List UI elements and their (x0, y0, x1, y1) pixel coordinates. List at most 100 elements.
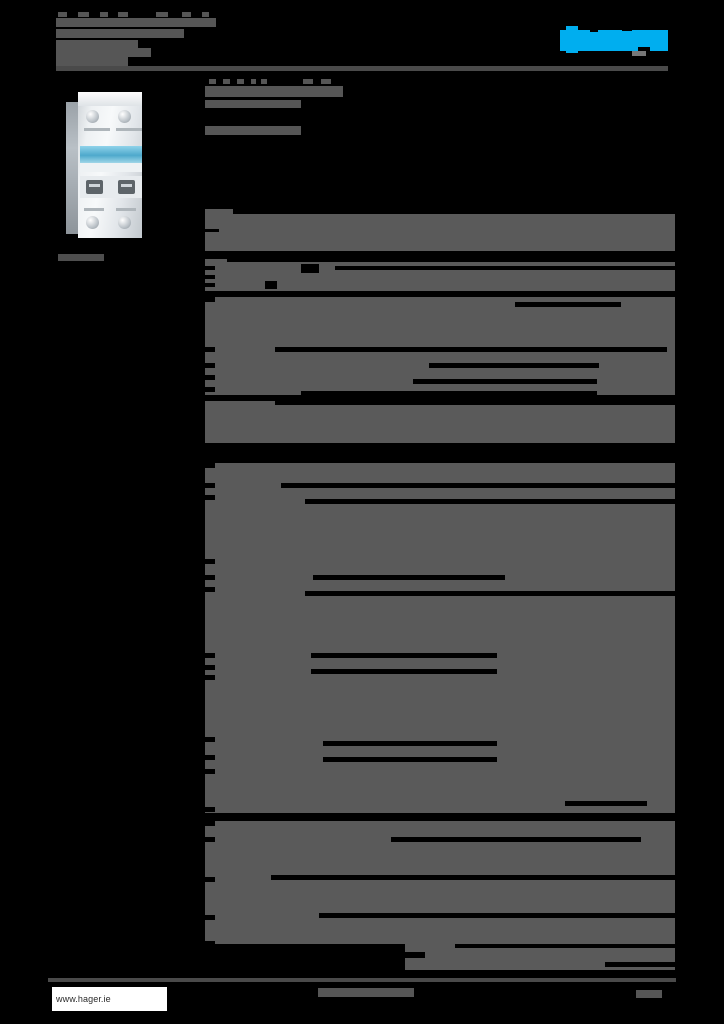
row-separator (205, 495, 215, 500)
redacted-text-bar (56, 29, 184, 38)
row-separator (281, 483, 675, 488)
specification-sections (205, 145, 675, 955)
hager-logo (560, 26, 668, 56)
row-separator (205, 375, 215, 380)
header-rule (56, 66, 668, 71)
redacted-text-bar (303, 79, 313, 84)
row-separator (233, 207, 675, 214)
row-separator (205, 283, 215, 287)
footer-center-redacted (318, 988, 414, 997)
row-separator (391, 837, 641, 842)
redacted-text-bar (202, 12, 209, 17)
redacted-text-bar (636, 990, 662, 998)
row-separator (227, 259, 675, 262)
row-separator (301, 391, 597, 396)
row-separator (205, 675, 215, 680)
row-separator (205, 653, 215, 658)
redacted-text-bar (261, 79, 267, 84)
product-image-block (48, 86, 188, 261)
header-subtitle-redacted (56, 48, 151, 66)
row-separator (305, 499, 675, 504)
row-separator (205, 877, 215, 882)
redacted-text-bar (58, 254, 104, 261)
row-separator (205, 387, 215, 392)
redacted-text-bar (223, 79, 230, 84)
row-separator (205, 291, 675, 295)
website-url-box[interactable]: www.hager.ie (52, 987, 167, 1011)
row-separator (205, 821, 215, 826)
datasheet-content (205, 79, 675, 955)
row-separator (515, 302, 621, 307)
row-separator (275, 347, 667, 352)
miniature-circuit-breaker-photo (48, 86, 176, 246)
row-separator (301, 264, 319, 273)
row-separator (205, 251, 675, 255)
redacted-text-bar (100, 12, 108, 17)
row-separator (319, 913, 675, 918)
row-separator (323, 741, 497, 746)
row-separator (205, 665, 215, 670)
row-separator (565, 801, 647, 806)
redacted-text-bar (205, 126, 301, 135)
row-separator (205, 769, 215, 774)
redacted-text-bar (56, 57, 128, 66)
header-title-redacted (56, 12, 668, 49)
redacted-text-bar (182, 12, 191, 17)
row-separator (311, 653, 497, 658)
specs-block-1 (205, 259, 675, 295)
footer-rule (48, 978, 676, 982)
row-separator (205, 837, 215, 842)
row-separator (205, 807, 215, 812)
row-separator (205, 297, 215, 302)
redacted-text-bar (156, 12, 168, 17)
redacted-text-bar (237, 79, 244, 84)
specs-block-3 (205, 463, 675, 813)
redacted-text-bar (205, 86, 343, 97)
row-separator (205, 463, 215, 468)
redacted-text-bar (118, 12, 128, 17)
specs-block-2 (205, 297, 675, 396)
website-url-text: www.hager.ie (56, 994, 111, 1004)
row-separator (205, 915, 215, 920)
section-header-band (205, 401, 675, 447)
row-separator (205, 229, 219, 232)
row-separator (271, 875, 675, 880)
product-reference-redacted (205, 126, 675, 135)
row-separator (205, 587, 215, 592)
row-separator (205, 737, 215, 742)
row-separator (305, 591, 675, 596)
row-separator (311, 669, 497, 674)
redacted-text-bar (205, 100, 301, 108)
row-separator (205, 755, 215, 760)
redacted-text-bar (78, 12, 89, 17)
redacted-text-bar (56, 40, 138, 49)
row-separator (205, 266, 215, 270)
product-caption-redacted (58, 254, 104, 261)
redacted-text-bar (251, 79, 256, 84)
row-separator (323, 757, 497, 762)
product-title-redacted (205, 79, 675, 108)
row-separator (335, 266, 675, 270)
row-separator (205, 941, 215, 946)
redacted-text-bar (321, 79, 331, 84)
row-separator (205, 443, 675, 447)
redacted-text-bar (209, 79, 216, 84)
redacted-text-bar (56, 48, 151, 57)
row-separator (265, 281, 277, 289)
row-separator (275, 401, 675, 405)
row-separator (205, 347, 215, 352)
row-separator (205, 483, 215, 488)
intro-description-band (205, 207, 675, 255)
row-separator (205, 559, 215, 564)
redacted-text-bar (56, 18, 216, 27)
row-separator (205, 575, 215, 580)
specs-block-4 (205, 821, 675, 947)
footer-page-number-redacted (636, 990, 662, 998)
row-separator (413, 379, 597, 384)
row-separator (313, 575, 505, 580)
redacted-text-bar (58, 12, 67, 17)
row-separator (205, 275, 215, 279)
footer-note-redacted (205, 944, 724, 974)
row-separator (205, 363, 215, 368)
